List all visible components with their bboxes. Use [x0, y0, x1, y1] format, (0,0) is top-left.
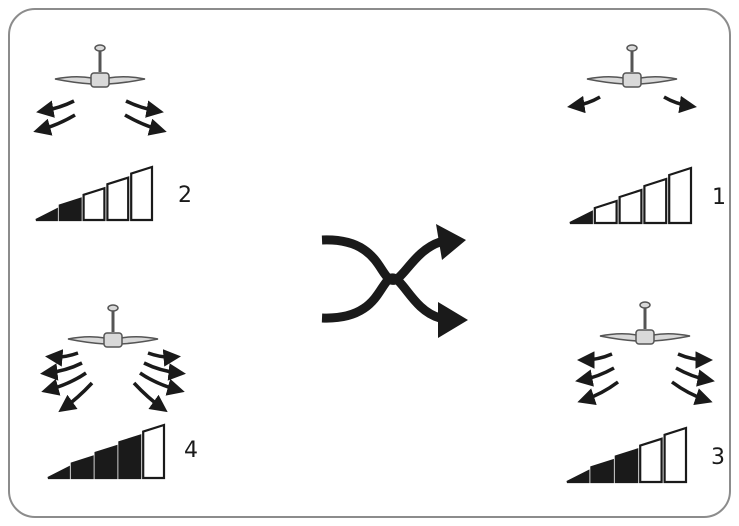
speed-bar-segment [35, 207, 58, 222]
speed-bar-segment [566, 469, 590, 484]
speed-bar-segment [590, 458, 614, 484]
speed-bar-segment [668, 166, 693, 225]
speed-bar-segment [142, 423, 166, 480]
speed-bar-segment [663, 426, 688, 484]
speed-bar-segment [569, 210, 593, 225]
fan-icon-top-left [54, 44, 146, 88]
speed-bar-segment [47, 465, 70, 480]
speed-bar-segment [130, 165, 154, 222]
fan-icon-top-right [586, 44, 678, 88]
speed-label-bottom-left: 4 [184, 438, 198, 463]
speed-label-bottom-right: 3 [711, 445, 725, 470]
fan-icon-bottom-right [599, 301, 691, 345]
speed-bars-icon-top-right [569, 166, 693, 225]
speed-bars-icon-bottom-right [566, 426, 688, 484]
airflow-arrows-icon-top-left [33, 99, 167, 136]
speed-bar-segment [106, 176, 130, 222]
speed-bar-segment [94, 444, 118, 480]
speed-bar-segment [618, 188, 643, 225]
speed-label-top-right: 1 [712, 185, 726, 210]
speed-bar-segment [58, 197, 82, 222]
speed-label-top-left: 2 [178, 183, 192, 208]
airflow-arrows-icon-bottom-right [575, 351, 715, 405]
diagram-frame [8, 8, 731, 518]
airflow-arrows-icon-top-right [567, 95, 697, 114]
shuffle-icon [321, 224, 468, 338]
speed-bar-segment [639, 437, 663, 484]
fan-icon-bottom-left [67, 304, 159, 348]
speed-bar-segment [82, 186, 106, 222]
speed-bar-segment [643, 177, 668, 225]
speed-bar-segment [118, 434, 142, 480]
speed-bars-icon-top-left [35, 165, 154, 222]
speed-bar-segment [614, 448, 639, 484]
speed-bars-icon-bottom-left [47, 423, 166, 480]
speed-bar-segment [70, 455, 94, 480]
airflow-arrows-icon-bottom-left [40, 349, 186, 413]
speed-bar-segment [593, 199, 618, 225]
